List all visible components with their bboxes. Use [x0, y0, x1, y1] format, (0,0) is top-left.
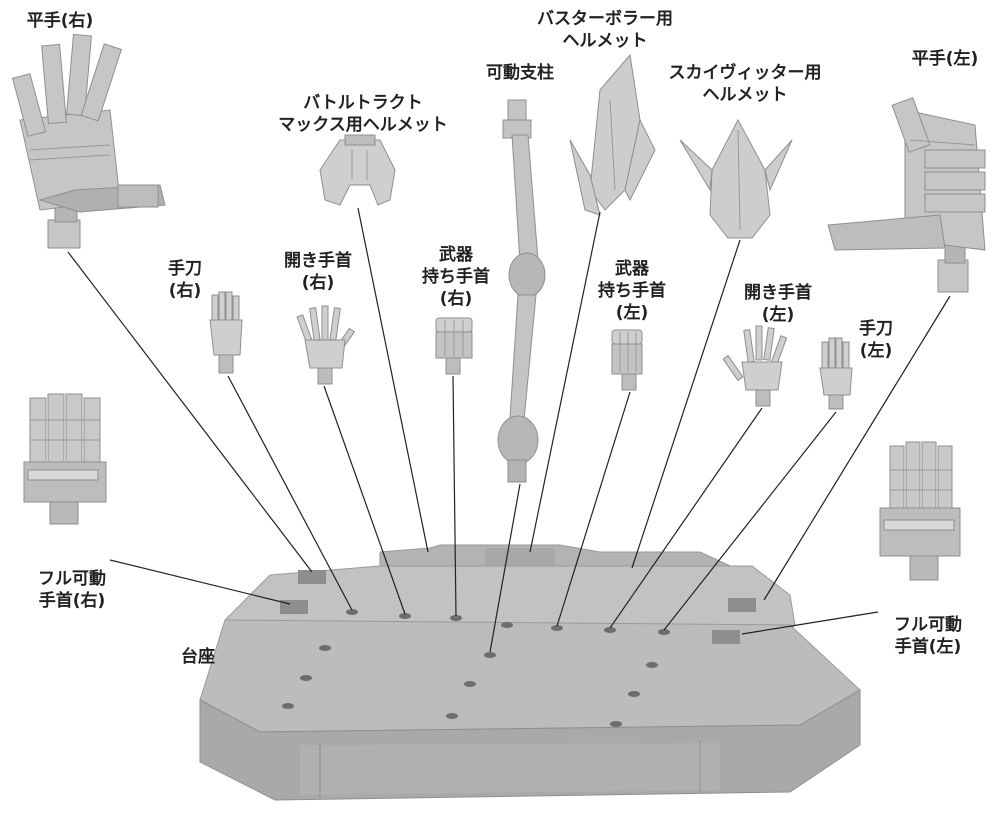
label-line: 開き手首 [744, 283, 812, 303]
label-line: マックス用ヘルメット [278, 115, 448, 135]
open-hand-right-part [296, 305, 356, 385]
label-weapon-left: 武器 持ち手首 (左) [582, 258, 682, 324]
label-line: フル可動 [894, 615, 962, 635]
full-hand-left-part [879, 441, 961, 581]
buster-helmet-part [569, 53, 656, 216]
label-line: バスターボラー用 [537, 9, 673, 29]
open-hand-left-part [722, 325, 788, 407]
label-line: 平手(左) [911, 49, 979, 69]
weapon-hand-right-part [435, 317, 473, 375]
label-battle-helmet: バトルトラクト マックス用ヘルメット [268, 92, 458, 136]
label-line: (右) [301, 273, 335, 293]
base-part [199, 544, 861, 801]
label-line: (左) [761, 305, 795, 325]
label-knife-right: 手刀 (右) [155, 258, 215, 302]
label-line: バトルトラクト [303, 93, 423, 113]
label-knife-left: 手刀 (左) [846, 318, 906, 362]
palm-left-part [827, 97, 986, 293]
label-palm-left: 平手(左) [895, 48, 995, 70]
label-line: 武器 [439, 245, 473, 265]
label-open-left: 開き手首 (左) [728, 282, 828, 326]
label-line: ヘルメット [562, 31, 648, 51]
weapon-hand-left-part [611, 329, 643, 391]
label-line: スカイヴィッター用 [668, 63, 822, 83]
label-line: 手刀 [168, 259, 202, 279]
sky-helmet-part [679, 118, 793, 239]
label-line: 平手(右) [26, 11, 94, 31]
label-line: (左) [859, 341, 893, 361]
label-weapon-right: 武器 持ち手首 (右) [406, 244, 506, 310]
label-sky-helmet: スカイヴィッター用 ヘルメット [660, 62, 830, 106]
knife-hand-right-part [209, 291, 243, 374]
label-full-left: フル可動 手首(左) [878, 614, 978, 658]
label-open-right: 開き手首 (右) [268, 250, 368, 294]
label-line: 持ち手首 [598, 281, 666, 301]
label-stand: 可動支柱 [470, 62, 570, 84]
label-line: (左) [615, 303, 649, 323]
label-line: ヘルメット [702, 85, 788, 105]
label-line: フル可動 [38, 569, 106, 589]
label-palm-right: 平手(右) [10, 10, 110, 32]
label-line: 可動支柱 [486, 63, 554, 83]
label-line: 持ち手首 [422, 267, 490, 287]
stand-part [497, 99, 546, 483]
label-line: 開き手首 [284, 251, 352, 271]
label-line: 手首(左) [894, 637, 962, 657]
label-line: 武器 [615, 259, 649, 279]
leader-lines [67, 207, 951, 653]
label-line: 手刀 [859, 319, 893, 339]
knife-hand-left-part [819, 337, 853, 410]
label-line: 台座 [181, 647, 215, 667]
label-buster-helmet: バスターボラー用 ヘルメット [530, 8, 680, 52]
label-base: 台座 [168, 646, 228, 668]
label-line: 手首(右) [38, 591, 106, 611]
palm-right-part [11, 33, 166, 249]
full-hand-right-part [23, 393, 107, 525]
battle-helmet-part [319, 134, 396, 206]
label-line: (右) [168, 281, 202, 301]
label-full-right: フル可動 手首(右) [22, 568, 122, 612]
label-line: (右) [439, 289, 473, 309]
